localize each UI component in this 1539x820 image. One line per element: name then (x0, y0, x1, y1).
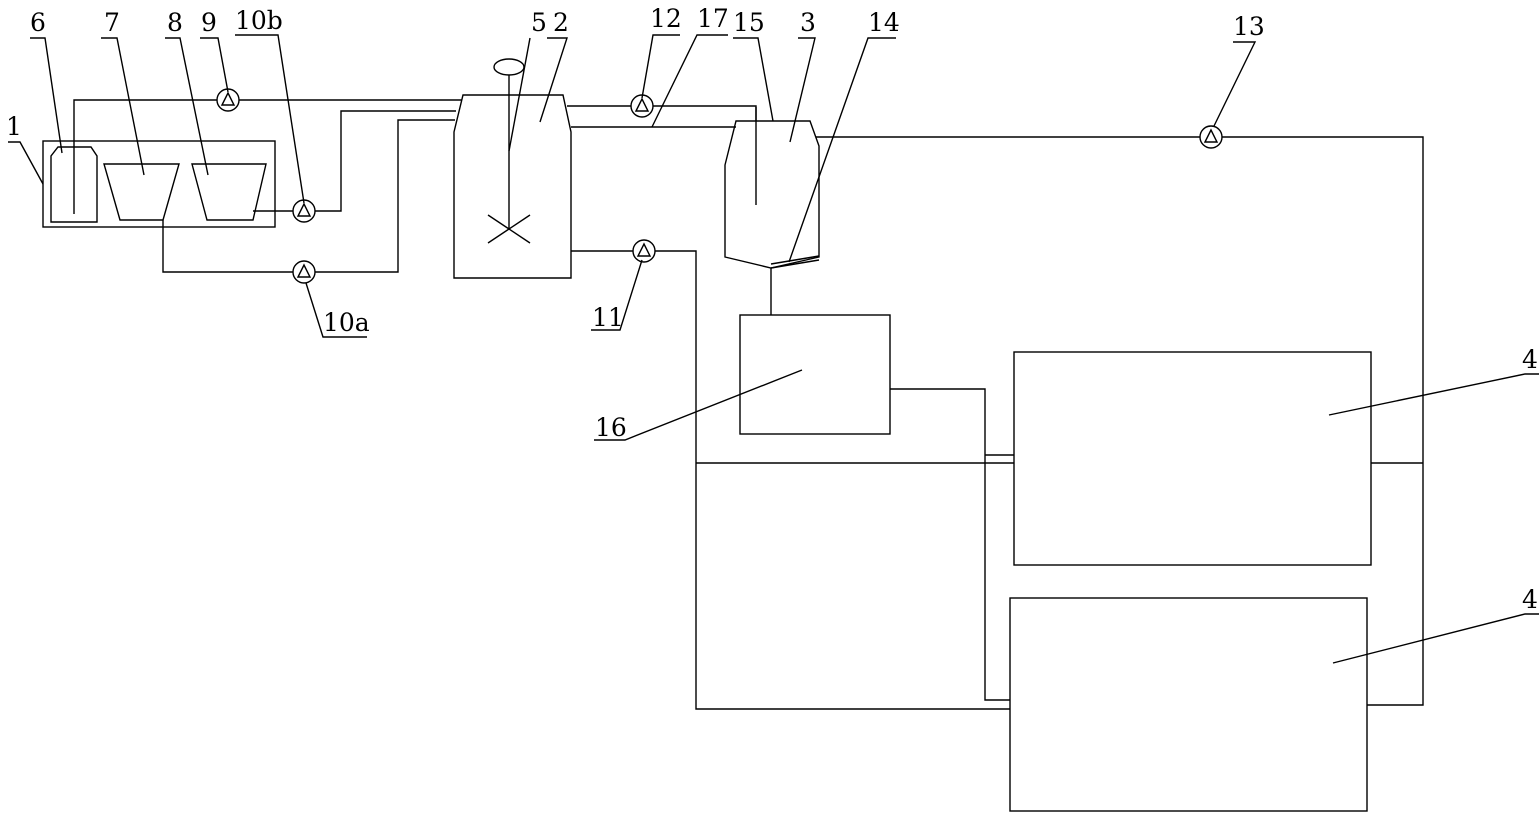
label-8: 8 (167, 8, 183, 37)
label-13: 13 (1233, 12, 1265, 41)
label-10a: 10a (323, 308, 370, 337)
container-6 (50, 146, 98, 223)
pump-11-icon (632, 239, 656, 263)
label-17: 17 (697, 4, 729, 33)
mixing-tank (453, 94, 572, 279)
pipe-11 (571, 250, 1010, 710)
tank-4-upper (1013, 351, 1372, 566)
pipe-9 (73, 99, 462, 214)
label-1: 1 (6, 112, 22, 141)
label-5: 5 (531, 8, 547, 37)
label-3: 3 (800, 8, 816, 37)
feed-box (42, 140, 276, 228)
unit-16 (739, 314, 891, 435)
label-4-lower: 4 (1522, 585, 1538, 614)
label-16: 16 (595, 413, 627, 442)
label-6: 6 (30, 8, 46, 37)
hopper-8 (191, 163, 267, 221)
pump-12-icon (630, 94, 654, 118)
pipe-10a (162, 119, 455, 273)
label-4-upper: 4 (1522, 345, 1538, 374)
stirrer-blade (487, 214, 531, 244)
pump-10a-icon (292, 260, 316, 284)
pipe-16-outlet (890, 388, 1010, 701)
label-9: 9 (201, 8, 217, 37)
label-12: 12 (650, 4, 682, 33)
filter-element (770, 255, 820, 265)
hopper-7 (103, 163, 180, 221)
tank-4-lower (1009, 597, 1368, 812)
label-14: 14 (868, 8, 900, 37)
pipe-13 (816, 136, 1424, 706)
label-2: 2 (553, 8, 569, 37)
pipe-12 (567, 105, 757, 121)
stirrer-motor (493, 58, 525, 76)
label-7: 7 (104, 8, 120, 37)
filter-element (770, 259, 820, 269)
label-15: 15 (733, 8, 765, 37)
vessel-3 (724, 120, 820, 269)
pump-13-icon (1199, 125, 1223, 149)
leader-lines (8, 34, 1539, 664)
pump-10b-icon (292, 199, 316, 223)
label-11: 11 (592, 303, 624, 332)
label-10b: 10b (235, 6, 283, 35)
pipe-10b (253, 110, 456, 212)
pump-9-icon (216, 88, 240, 112)
